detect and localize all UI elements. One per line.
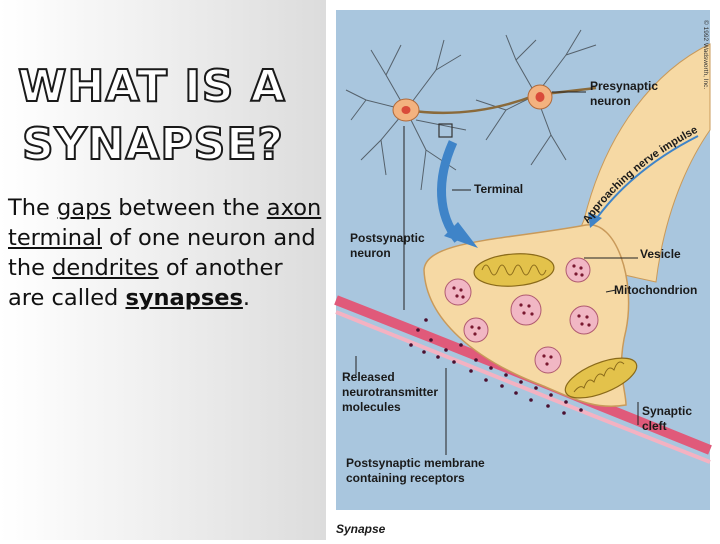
body-text-3: of one neuron and the <box>8 225 316 281</box>
label-released-3: molecules <box>342 400 401 414</box>
leader-lines <box>355 91 639 455</box>
vesicle-contents <box>452 264 591 366</box>
label-released-2: neurotransmitter <box>342 385 438 399</box>
term-synapses: synapses <box>125 285 243 311</box>
label-cleft-2: cleft <box>642 419 667 433</box>
axon-large <box>565 43 711 283</box>
label-membrane-1: Postsynaptic membrane <box>346 456 485 470</box>
body-text-4: of another are called <box>8 255 283 311</box>
body-paragraph: The gaps between the axon terminal of on… <box>8 193 326 313</box>
mitochondrion-1 <box>473 253 555 287</box>
dendrites <box>345 29 597 191</box>
nucleus-2 <box>535 92 545 102</box>
label-vesicle: Vesicle <box>640 247 681 261</box>
label-released-1: Released <box>342 370 395 384</box>
body-text-1: The <box>8 195 50 221</box>
term-gaps: gaps <box>57 195 112 221</box>
text-panel: WHAT IS A SYNAPSE? The gaps between the … <box>0 0 326 540</box>
zoom-arrowhead <box>444 222 478 248</box>
nucleus-1 <box>401 106 411 114</box>
label-presynaptic-1: Presynaptic <box>590 79 658 93</box>
term-dendrites: dendrites <box>52 255 159 281</box>
inset-marker <box>438 123 453 138</box>
slide-title: WHAT IS A SYNAPSE? <box>17 58 318 174</box>
label-mitochondrion: Mitochondrion <box>614 283 697 297</box>
impulse-arrow <box>593 135 699 223</box>
copyright-notice: © 1992 Wadsworth, Inc. <box>702 20 710 89</box>
label-terminal: Terminal <box>474 182 523 196</box>
membrane-inner <box>335 310 711 464</box>
synapse-diagram: Approaching nerve impulse Presynaptic ne… <box>334 10 712 536</box>
label-cleft-1: Synaptic <box>642 404 692 418</box>
label-presynaptic-2: neuron <box>590 94 631 108</box>
title-line-2: SYNAPSE? <box>21 118 284 171</box>
body-period: . <box>242 285 251 311</box>
neurotransmitter-molecules <box>409 318 583 415</box>
label-postsynaptic-1: Postsynaptic <box>350 231 425 245</box>
label-membrane-2: containing receptors <box>346 471 465 485</box>
synapse-figure: Approaching nerve impulse Presynaptic ne… <box>326 0 720 540</box>
body-text-2: between the <box>118 195 260 221</box>
title-line-1: WHAT IS A <box>17 60 286 113</box>
mitochondrion-2 <box>564 357 638 399</box>
figure-caption: Synapse <box>336 522 386 536</box>
vesicles <box>444 257 599 374</box>
impulse-arrowhead <box>588 212 602 228</box>
label-postsynaptic-2: neuron <box>350 246 391 260</box>
term-axon-terminal: axon terminal <box>8 195 322 251</box>
